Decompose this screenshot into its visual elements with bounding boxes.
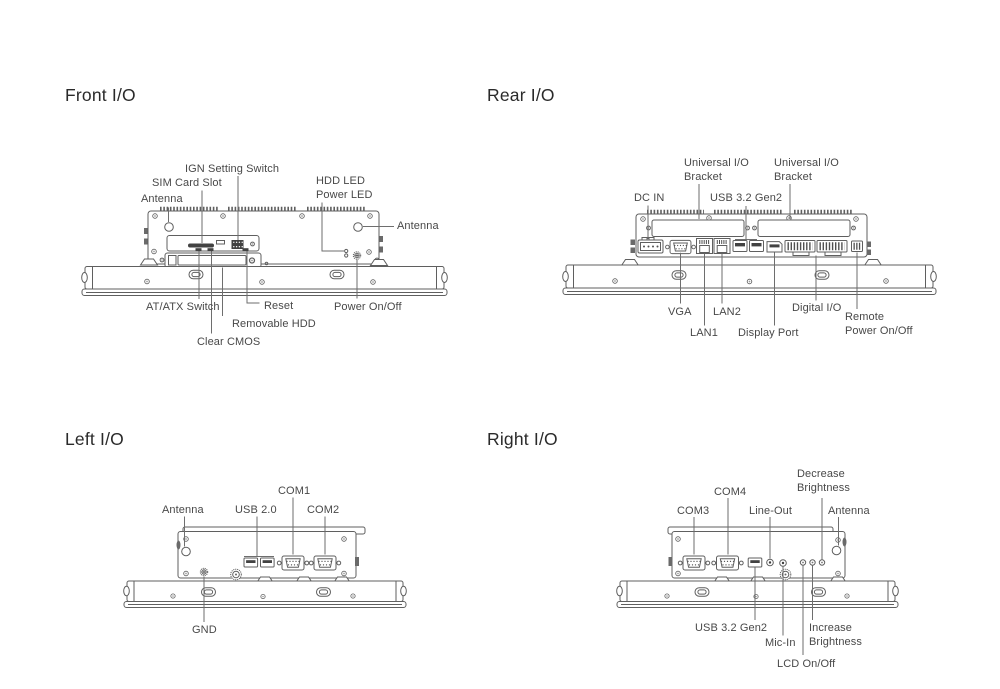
universal-io-bracket-plate-1 xyxy=(651,219,745,237)
label-gnd: GND xyxy=(192,624,217,636)
label-power-led: Power LED xyxy=(316,189,373,201)
label-usb20: USB 2.0 xyxy=(235,504,277,516)
right-io-title: Right I/O xyxy=(487,429,558,449)
front-antenna-hole-right xyxy=(353,222,363,232)
usb20-port-2 xyxy=(260,557,275,568)
label-clear-cmos: Clear CMOS xyxy=(197,336,261,348)
left-io-title: Left I/O xyxy=(65,429,124,449)
right-grounding-stud xyxy=(779,568,792,581)
line-out-jack xyxy=(766,558,774,567)
label-com3: COM3 xyxy=(677,505,710,517)
left-panel-drawing xyxy=(123,497,407,622)
power-on-off-button xyxy=(352,251,362,260)
front-led-indicators xyxy=(344,248,349,258)
rear-display-bezel xyxy=(562,264,937,295)
label-left-antenna: Antenna xyxy=(162,504,204,516)
left-leader-lines xyxy=(184,497,326,622)
label-sim-card-slot: SIM Card Slot xyxy=(152,177,222,189)
left-antenna-hole xyxy=(181,546,191,557)
label-line-out: Line-Out xyxy=(749,505,792,517)
lan2-port xyxy=(712,236,732,256)
label-dc-in: DC IN xyxy=(634,192,665,204)
label-ign-setting-switch: IGN Setting Switch xyxy=(185,163,280,175)
rear-usb-port-2 xyxy=(749,240,764,252)
label-front-antenna-left: Antenna xyxy=(141,193,183,205)
rear-leader-lines xyxy=(647,184,858,326)
lan1-port xyxy=(694,236,715,256)
at-atx-switch xyxy=(195,248,202,252)
reset-button xyxy=(242,248,249,252)
label-mic-in: Mic-In xyxy=(765,637,796,649)
right-antenna-hole xyxy=(831,545,842,556)
label-lan2: LAN2 xyxy=(713,306,741,318)
label-remote-power-on-off: Remote Power On/Off xyxy=(845,311,913,337)
front-leader-lines xyxy=(168,176,394,334)
rear-panel-drawing xyxy=(562,184,937,326)
front-sim-assembly xyxy=(166,235,260,252)
label-front-antenna-right: Antenna xyxy=(397,220,439,232)
label-reset: Reset xyxy=(264,300,294,312)
left-grounding-stud xyxy=(230,568,242,581)
right-chassis xyxy=(671,531,846,579)
lcd-on-off-button xyxy=(799,559,807,566)
label-universal-io-bracket-1: Universal I/O Bracket xyxy=(684,157,749,183)
front-removable-hdd-tray xyxy=(164,252,269,268)
label-com1: COM1 xyxy=(278,485,311,497)
label-increase-brightness: Increase Brightness xyxy=(809,622,862,648)
increase-brightness-button xyxy=(809,559,816,566)
dc-in-connector xyxy=(637,237,664,254)
decrease-brightness-button xyxy=(818,559,826,566)
label-usb32-gen2-right: USB 3.2 Gen2 xyxy=(695,622,768,634)
usb20-port-1 xyxy=(243,557,259,568)
label-hdd-led: HDD LED xyxy=(316,175,365,187)
rear-io-title: Rear I/O xyxy=(487,85,555,105)
label-usb32-gen2-rear: USB 3.2 Gen2 xyxy=(710,192,783,204)
front-panel-drawing xyxy=(81,176,448,334)
label-display-port: Display Port xyxy=(738,327,799,339)
label-lcd-on-off: LCD On/Off xyxy=(777,658,836,670)
label-right-antenna: Antenna xyxy=(828,505,870,517)
label-decrease-brightness: Decrease Brightness xyxy=(797,468,850,494)
ign-setting-switch xyxy=(231,240,244,249)
label-vga: VGA xyxy=(668,306,692,318)
com1-connector xyxy=(276,555,310,571)
label-power-on-off: Power On/Off xyxy=(334,301,402,313)
clear-cmos-switch xyxy=(207,248,214,252)
front-antenna-hole-left xyxy=(164,222,174,232)
vga-connector xyxy=(665,239,696,255)
label-universal-io-bracket-2: Universal I/O Bracket xyxy=(774,157,839,183)
com4-connector xyxy=(711,555,744,571)
universal-io-bracket-plate-2 xyxy=(757,219,851,237)
remote-power-connector xyxy=(851,240,863,252)
front-io-title: Front I/O xyxy=(65,85,136,105)
left-display-bezel xyxy=(123,580,407,608)
display-port-connector xyxy=(766,241,783,253)
label-lan1: LAN1 xyxy=(690,327,718,339)
mic-in-jack xyxy=(779,559,787,567)
right-panel-drawing xyxy=(616,498,899,655)
label-digital-io: Digital I/O xyxy=(792,302,842,314)
com2-connector xyxy=(308,555,342,571)
label-at-atx-switch: AT/ATX Switch xyxy=(146,301,220,313)
com3-connector xyxy=(677,555,711,571)
gnd-screw xyxy=(199,567,209,577)
right-display-bezel xyxy=(616,580,899,608)
sim-card-slot xyxy=(188,243,214,248)
digital-io-terminal xyxy=(784,240,848,256)
label-com2: COM2 xyxy=(307,504,340,516)
right-leader-lines xyxy=(693,498,839,655)
label-removable-hdd: Removable HDD xyxy=(232,318,316,330)
front-display-bezel xyxy=(81,266,448,296)
rear-usb-port-1 xyxy=(732,240,748,252)
label-com4: COM4 xyxy=(714,486,747,498)
usb32-port xyxy=(747,557,763,568)
